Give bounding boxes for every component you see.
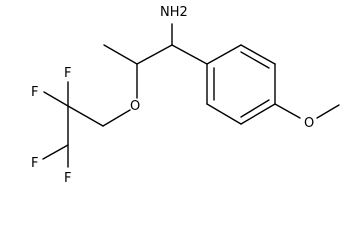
ring-bond-2 (240, 44, 276, 65)
structure-canvas: NH2 O F F F F O (31, 5, 340, 185)
ring-bond-5 (206, 103, 242, 125)
bond-ring-o (274, 103, 301, 119)
ring-double-bond-2 (240, 51, 270, 69)
molecule-structure-drawing: NH2 O F F F F O (31, 5, 340, 185)
fluorine-label-bottom: F (64, 171, 71, 185)
fluorine-label-lower-left: F (31, 156, 38, 171)
ring-double-bond-3 (240, 99, 270, 118)
bond-o-methyl (316, 104, 340, 119)
bond-o-ch2 (102, 109, 131, 127)
bond-cf2-f-left (43, 91, 69, 107)
ring-bond-1 (206, 44, 242, 65)
amine-label: NH2 (160, 5, 188, 20)
bond-ch-ring (171, 44, 208, 65)
bond-ch2-cf2 (67, 105, 104, 127)
bond-ch-ch (136, 44, 173, 65)
ether-oxygen-label: O (130, 99, 140, 114)
bond-layer (42, 23, 340, 168)
methoxy-oxygen-label: O (304, 116, 314, 131)
ring-bond-4 (240, 103, 276, 125)
bond-ch-methyl (103, 44, 138, 65)
fluorine-label-top: F (64, 66, 71, 81)
fluorine-label-left: F (31, 85, 38, 100)
atom-label-layer: NH2 O F F F F O (31, 5, 314, 185)
bond-chf2-f-left (42, 144, 69, 160)
